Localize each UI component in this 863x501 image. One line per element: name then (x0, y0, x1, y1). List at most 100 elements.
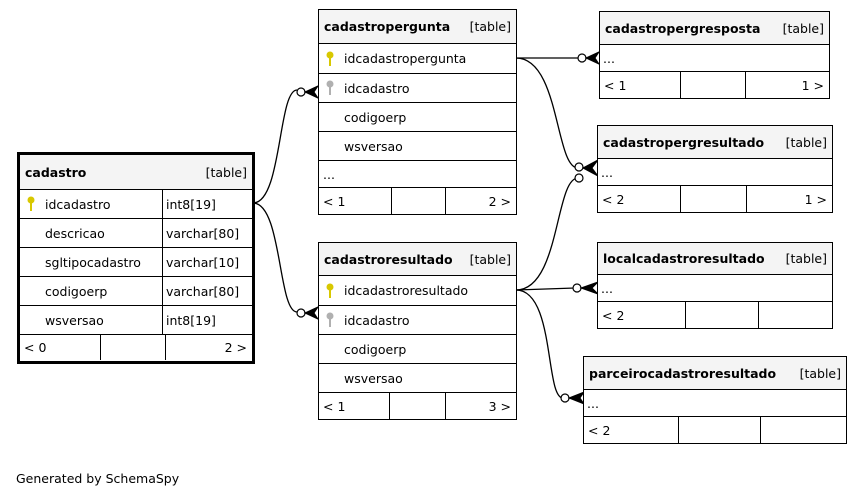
primary-key-icon (319, 276, 341, 305)
primary-key-icon (319, 44, 341, 73)
edge-end-circle (574, 162, 584, 172)
generated-by-text: Generated by SchemaSpy (16, 471, 180, 486)
table-localcadastroresultado[interactable]: localcadastroresultado [table] ... < 2 (597, 242, 833, 329)
edge-cadastropergunta-cadastropergresultado (515, 57, 579, 169)
table-parceirocadastroresultado[interactable]: parceirocadastroresultado [table] ... < … (583, 356, 847, 444)
column-name: ... (601, 164, 613, 180)
table-footer: < 1 2 > (319, 188, 516, 214)
table-cadastropergunta[interactable]: cadastropergunta [table] idcadastropergu… (318, 9, 517, 215)
children-count[interactable]: 2 > (488, 193, 511, 209)
column-type: varchar[80] (162, 277, 252, 305)
table-name: parceirocadastroresultado (589, 365, 777, 381)
column-name: codigoerp (45, 283, 108, 299)
children-count[interactable]: 1 > (804, 191, 827, 207)
column-row: wsversao (319, 132, 516, 161)
column-row: wsversao int8[19] (20, 306, 252, 335)
column-name: codigoerp (344, 109, 407, 125)
parents-count[interactable]: < 1 (323, 398, 346, 414)
column-row: idcadastropergunta (319, 44, 516, 74)
table-header: cadastropergresultado [table] (598, 126, 832, 159)
table-header: cadastropergunta [table] (319, 10, 516, 44)
table-cadastro[interactable]: cadastro [table] idcadastro int8[19] des… (17, 152, 255, 364)
table-name: cadastropergresultado (603, 134, 765, 150)
column-name: ... (323, 166, 335, 182)
column-name: idcadastroresultado (344, 283, 469, 298)
table-cadastroresultado[interactable]: cadastroresultado [table] idcadastroresu… (318, 242, 517, 420)
parents-count[interactable]: < 1 (323, 193, 346, 209)
children-count[interactable]: 3 > (488, 398, 511, 414)
table-footer: < 2 1 > (598, 186, 832, 212)
edge-cadastroresultado-parceirocadastroresultado (515, 289, 564, 399)
column-name: ... (587, 395, 599, 411)
table-kind: [table] (469, 251, 511, 267)
table-kind: [table] (799, 365, 841, 381)
column-name: codigoerp (344, 341, 407, 357)
table-kind: [table] (205, 164, 247, 180)
table-header: parceirocadastroresultado [table] (584, 357, 846, 390)
crowfoot-arrow (579, 281, 599, 295)
edge-cadastroresultado-localcadastroresultado (515, 287, 576, 291)
table-name: cadastroresultado (324, 251, 453, 267)
column-row: ... (584, 390, 846, 417)
edge-end-circle (296, 87, 306, 97)
table-footer: < 0 2 > (20, 335, 252, 360)
crowfoot-arrow (584, 50, 601, 66)
table-name: localcadastroresultado (603, 251, 765, 266)
column-row: codigoerp varchar[80] (20, 277, 252, 306)
children-count[interactable] (759, 302, 832, 328)
column-name: wsversao (45, 312, 104, 328)
column-row: ... (319, 161, 516, 188)
children-count[interactable] (761, 417, 846, 443)
children-count[interactable]: 2 > (224, 340, 247, 355)
table-cadastropergresultado[interactable]: cadastropergresultado [table] ... < 2 1 … (597, 125, 833, 213)
table-kind: [table] (782, 20, 824, 36)
parents-count[interactable]: < 0 (24, 340, 47, 355)
column-name: sgltipocadastro (45, 254, 141, 270)
column-type: int8[19] (162, 190, 252, 218)
column-row: codigoerp (319, 103, 516, 132)
column-row: idcadastro int8[19] (20, 190, 252, 219)
column-name: descricao (45, 225, 105, 241)
table-header: localcadastroresultado [table] (598, 243, 832, 275)
table-name: cadastropergunta (324, 19, 451, 34)
column-row: sgltipocadastro varchar[10] (20, 248, 252, 277)
column-name: idcadastro (344, 312, 410, 328)
table-header: cadastroresultado [table] (319, 243, 516, 276)
column-name: idcadastropergunta (344, 51, 467, 66)
edge-cadastroresultado-cadastropergresultado (515, 177, 579, 291)
table-footer: < 1 3 > (319, 393, 516, 419)
table-header: cadastro [table] (20, 155, 252, 190)
column-row: wsversao (319, 364, 516, 393)
table-name: cadastro (25, 164, 87, 180)
column-row: descricao varchar[80] (20, 219, 252, 248)
children-count[interactable]: 1 > (801, 77, 824, 93)
crowfoot-arrow (303, 84, 320, 100)
parents-count[interactable]: < 1 (604, 77, 627, 93)
column-row: codigoerp (319, 335, 516, 364)
edge-end-circle (577, 53, 587, 63)
column-name: ... (601, 280, 613, 296)
edge-end-circle (296, 308, 306, 318)
parents-count[interactable]: < 2 (602, 191, 625, 207)
parents-count[interactable]: < 2 (588, 422, 611, 438)
column-row: idcadastroresultado (319, 276, 516, 306)
column-name: idcadastro (344, 80, 410, 96)
edge-end-circle (574, 173, 584, 183)
edge-cadastro-cadastropergunta (252, 89, 298, 204)
column-row: idcadastro (319, 74, 516, 103)
column-type: varchar[10] (162, 248, 252, 276)
table-footer: < 1 1 > (600, 72, 829, 98)
column-name: idcadastro (45, 196, 111, 212)
parents-count[interactable]: < 2 (602, 307, 625, 323)
table-header: cadastropergresposta [table] (600, 12, 829, 45)
crowfoot-arrow (567, 390, 586, 406)
column-name: wsversao (344, 138, 403, 154)
table-footer: < 2 (584, 417, 846, 443)
crowfoot-arrow (581, 159, 599, 177)
column-row: idcadastro (319, 306, 516, 335)
table-cadastropergresposta[interactable]: cadastropergresposta [table] ... < 1 1 > (599, 11, 830, 99)
table-kind: [table] (785, 251, 827, 266)
table-kind: [table] (469, 19, 511, 34)
column-row: ... (600, 45, 829, 72)
column-row: ... (598, 275, 832, 302)
